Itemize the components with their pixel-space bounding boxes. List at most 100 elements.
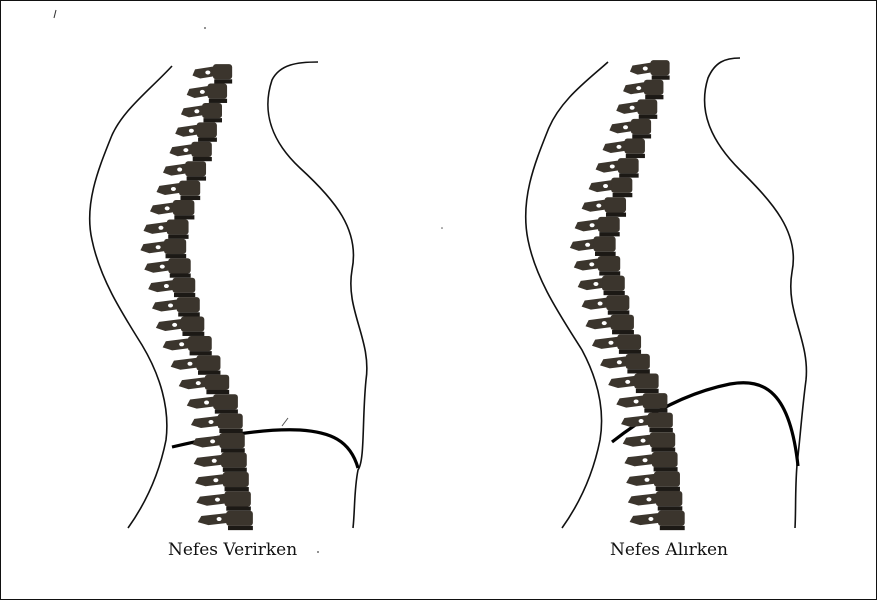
vertebral-foramen	[643, 67, 648, 71]
vertebra	[608, 373, 658, 393]
intervertebral-disc	[168, 235, 188, 239]
spine-left	[140, 64, 252, 530]
vertebral-foramen	[646, 497, 651, 501]
vertebra	[574, 256, 620, 276]
stray-mark	[282, 418, 288, 426]
intervertebral-disc	[221, 448, 245, 452]
vertebra-body	[172, 278, 195, 293]
vertebral-foramen	[608, 341, 613, 345]
vertebra-process	[187, 86, 209, 98]
vertebra-process	[192, 66, 214, 78]
vertebral-foramen	[210, 439, 215, 443]
vertebral-foramen	[641, 439, 646, 443]
vertebra-process	[148, 280, 174, 292]
vertebra-process	[578, 278, 604, 290]
vertebra	[630, 60, 670, 80]
vertebra-process	[628, 493, 658, 505]
vertebra-body	[223, 472, 249, 487]
intervertebral-disc	[619, 173, 638, 177]
vertebral-foramen	[593, 282, 598, 286]
vertebra	[179, 375, 229, 394]
vertebra-process	[179, 377, 207, 389]
body-outline-back-right	[705, 58, 807, 528]
vertebral-foramen	[196, 381, 201, 385]
intervertebral-disc	[619, 350, 641, 354]
vertebra-body	[168, 258, 190, 273]
intervertebral-disc	[645, 95, 663, 99]
vertebra-process	[630, 513, 660, 525]
vertebral-foramen	[168, 303, 173, 307]
vertebra	[144, 258, 190, 277]
stray-dot	[204, 27, 206, 29]
intervertebral-disc	[606, 213, 626, 217]
intervertebral-disc	[660, 526, 685, 530]
vertebra-process	[600, 356, 627, 368]
vertebra-body	[164, 239, 186, 254]
vertebra-body	[177, 297, 200, 312]
intervertebral-disc	[627, 369, 649, 373]
intervertebral-disc	[190, 351, 212, 355]
vertebra-body	[631, 119, 651, 134]
vertebra-body	[594, 236, 616, 251]
vertebra-body	[610, 315, 633, 330]
vertebra-body	[598, 217, 620, 232]
vertebra	[603, 138, 645, 158]
stray-dot	[317, 551, 319, 553]
vertebral-foramen	[603, 184, 608, 188]
body-outline-front-right	[526, 62, 608, 528]
vertebra-process	[575, 219, 600, 231]
vertebra	[609, 119, 651, 139]
vertebra	[586, 315, 634, 335]
vertebral-foramen	[215, 498, 220, 502]
vertebra-body	[652, 452, 678, 467]
vertebral-foramen	[610, 164, 615, 168]
intervertebral-disc	[170, 273, 191, 277]
vertebra-body	[626, 354, 650, 369]
vertebra-body	[205, 375, 229, 390]
intervertebral-disc	[198, 371, 220, 375]
vertebra	[171, 355, 221, 374]
body-outline-back-left	[268, 62, 367, 528]
intervertebral-disc	[636, 389, 659, 393]
vertebral-foramen	[156, 245, 161, 249]
vertebral-foramen	[189, 129, 194, 133]
vertebra	[144, 219, 189, 238]
vertebra	[582, 295, 630, 315]
vertebra-body	[658, 511, 685, 526]
vertebra	[596, 158, 639, 178]
vertebra-process	[198, 513, 228, 525]
intervertebral-disc	[644, 408, 667, 412]
vertebra	[192, 64, 232, 83]
vertebral-foramen	[164, 284, 169, 288]
vertebral-foramen	[194, 109, 199, 113]
intervertebral-disc	[166, 254, 187, 258]
vertebral-foramen	[648, 517, 653, 521]
vertebra	[575, 217, 620, 237]
vertebra-body	[644, 80, 664, 95]
vertebra-process	[582, 200, 606, 212]
vertebra-body	[598, 256, 620, 271]
intervertebral-disc	[599, 271, 620, 275]
vertebra-body	[618, 158, 639, 173]
vertebra-body	[179, 181, 200, 196]
vertebral-foramen	[171, 187, 176, 191]
vertebra-body	[225, 491, 251, 506]
intervertebral-disc	[178, 312, 200, 316]
vertebra	[624, 452, 677, 472]
vertebral-foramen	[634, 399, 639, 403]
vertebra	[600, 354, 650, 374]
vertebra-process	[624, 454, 653, 466]
intervertebral-disc	[613, 193, 633, 197]
vertebral-foramen	[187, 362, 192, 366]
vertebra-body	[648, 413, 673, 428]
vertebra	[616, 99, 657, 119]
vertebral-foramen	[209, 420, 214, 424]
intervertebral-disc	[180, 196, 200, 200]
intervertebral-disc	[652, 448, 676, 452]
vertebra-process	[589, 180, 613, 192]
vertebra-body	[213, 64, 232, 79]
vertebral-foramen	[205, 70, 210, 74]
vertebral-foramen	[172, 323, 177, 327]
vertebra	[623, 80, 663, 100]
